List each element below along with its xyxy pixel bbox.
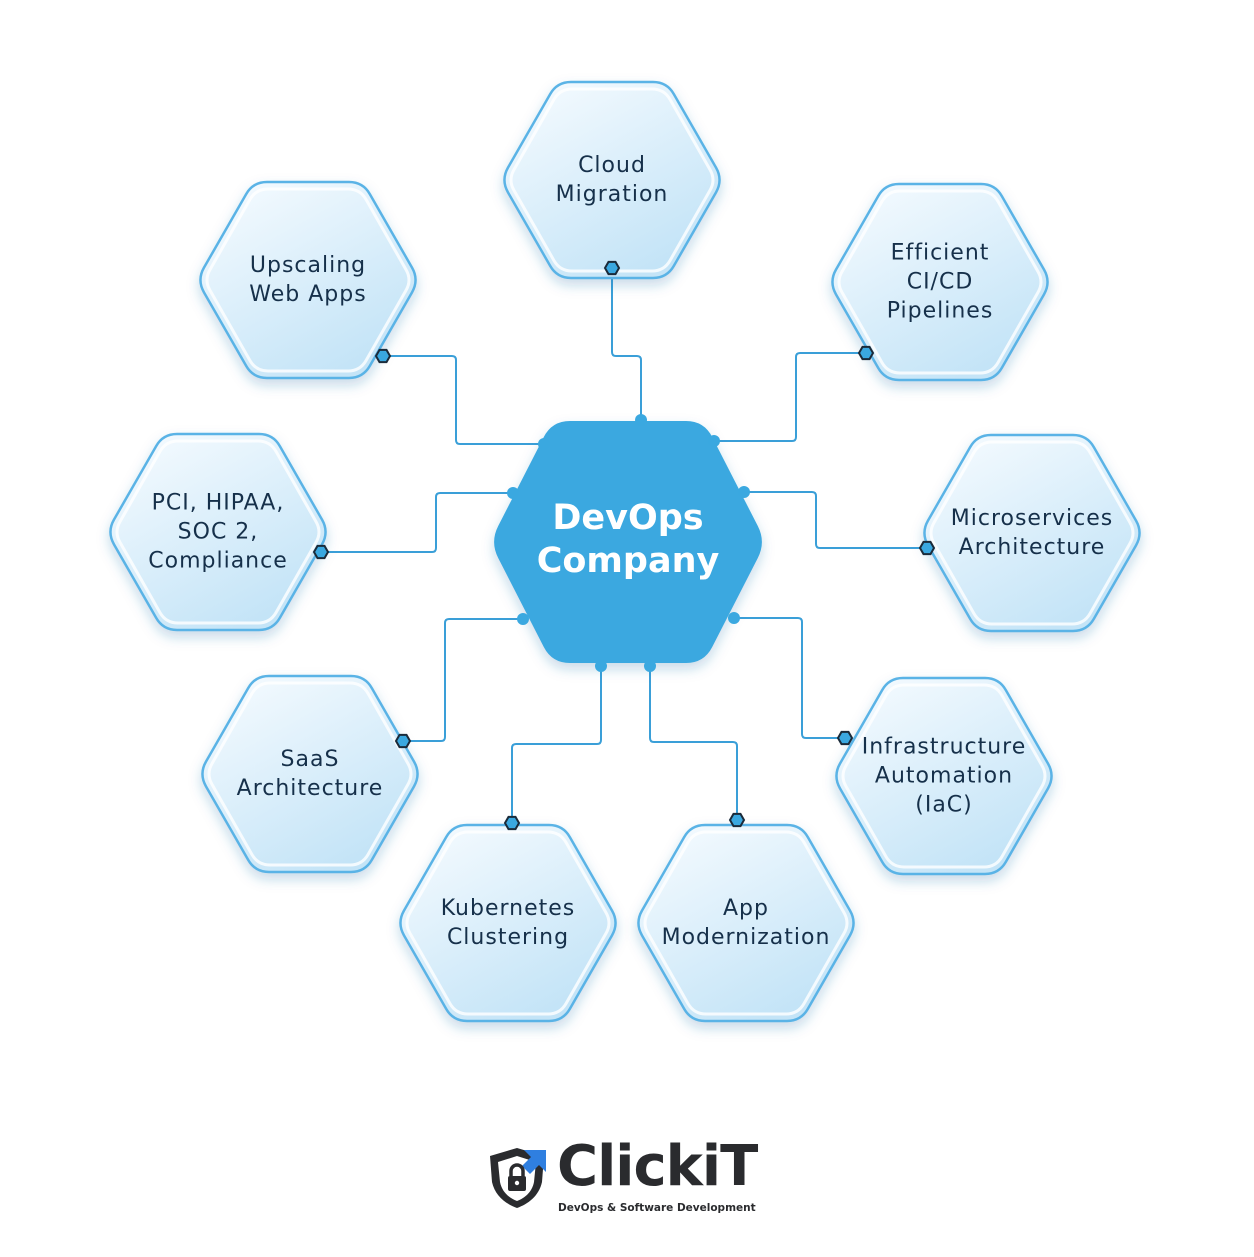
connector-line-upscaling (383, 355, 544, 445)
node-label-line: SOC 2, (177, 519, 259, 545)
hexagon-inner-compliance (115, 439, 321, 625)
node-label-line: Upscaling (249, 253, 367, 278)
node-label-line: Automation (874, 763, 1014, 789)
node-label-line: Pipelines (886, 298, 994, 324)
hexagon-inner-microservices (929, 440, 1135, 626)
hexagon-kubernetes (399, 823, 617, 1023)
center-label: DevOps Company (537, 497, 720, 583)
center-joint (595, 660, 607, 672)
center-joint (507, 487, 519, 499)
hexagon-inner-saas (207, 681, 413, 867)
node-label-line: Infrastructure (861, 734, 1027, 760)
hexagon-upscaling (199, 180, 417, 380)
center-hexagon (494, 414, 762, 672)
hexagon-compliance (109, 432, 327, 632)
connector-dot-cloud-migration (603, 260, 621, 276)
connector-dot-compliance (312, 544, 330, 560)
node-label-line: Architecture (958, 535, 1106, 560)
hexagon-inner-infrastructure-automation (841, 683, 1047, 869)
hexagon-microservices (923, 433, 1141, 633)
connector-line-infrastructure-automation (734, 617, 845, 739)
center-label-line1: DevOps (552, 498, 704, 538)
node-label-line: Migration (555, 182, 669, 207)
node-label-line: CI/CD (906, 269, 974, 295)
connector-line-efficient-cicd (714, 352, 866, 442)
logo-wordmark: ClickiT (557, 1134, 758, 1199)
hexagon-inner-app-modernization (643, 830, 849, 1016)
shield-lock-icon (490, 1148, 546, 1208)
connector-dot-microservices (918, 540, 936, 556)
center-joint (517, 613, 529, 625)
hexagon-cloud-migration (503, 80, 721, 280)
hexagon-inner-kubernetes (405, 830, 611, 1016)
node-label-saas: SaaS Architecture (237, 745, 384, 803)
hexagon-nodes (109, 80, 1141, 1023)
node-label-line: Cloud (578, 153, 646, 178)
hexagon-app-modernization (637, 823, 855, 1023)
node-label-line: Kubernetes (440, 896, 576, 921)
clickit-logo: ClickiT DevOps & Software Development (484, 1134, 764, 1218)
hexagon-infrastructure-automation (835, 676, 1053, 876)
connector-line-compliance (321, 492, 513, 553)
hexagon-inner-upscaling (205, 187, 411, 373)
connector-dot-kubernetes (503, 815, 521, 831)
center-joint (635, 414, 647, 426)
connector-line-kubernetes (511, 666, 602, 823)
node-label-line: Web Apps (249, 282, 367, 307)
node-label-line: Efficient (890, 240, 990, 266)
connector-line-cloud-migration (611, 268, 642, 420)
center-label-line2: Company (536, 541, 720, 581)
connector-dot-saas (394, 733, 412, 749)
node-label-line: Compliance (148, 548, 288, 574)
center-joint (708, 435, 720, 447)
connector-dot-app-modernization (728, 812, 746, 828)
connector-dot-upscaling (374, 348, 392, 364)
center-joint (728, 612, 740, 624)
node-label-compliance: PCI, HIPAA, SOC 2, Compliance (148, 489, 288, 576)
node-label-line: SaaS (280, 747, 340, 772)
center-hexagon-shape (494, 421, 762, 663)
hexagon-inner-cloud-migration (509, 87, 715, 273)
center-joint (738, 486, 750, 498)
connector-line-saas (403, 618, 523, 742)
node-label-line: PCI, HIPAA, (151, 490, 285, 516)
hexagon-saas (201, 674, 419, 874)
node-label-line: (IaC) (915, 792, 973, 818)
connector-line-app-modernization (649, 666, 738, 820)
node-label-line: App (723, 896, 769, 921)
connector-dot-infrastructure-automation (836, 730, 854, 746)
hexagon-efficient-cicd (831, 182, 1049, 382)
center-joint (644, 660, 656, 672)
logo-tagline: DevOps & Software Development (558, 1202, 756, 1214)
node-label-line: Clustering (446, 925, 570, 950)
connector-dot-efficient-cicd (857, 345, 875, 361)
connector-line-microservices (744, 491, 927, 549)
hexagon-inner-efficient-cicd (837, 189, 1043, 375)
node-label-line: Microservices (950, 506, 1114, 531)
connectors (321, 268, 927, 823)
connector-dots (312, 260, 936, 831)
center-joint (538, 438, 550, 450)
node-label-line: Modernization (661, 925, 831, 950)
node-label-line: Architecture (236, 776, 384, 801)
